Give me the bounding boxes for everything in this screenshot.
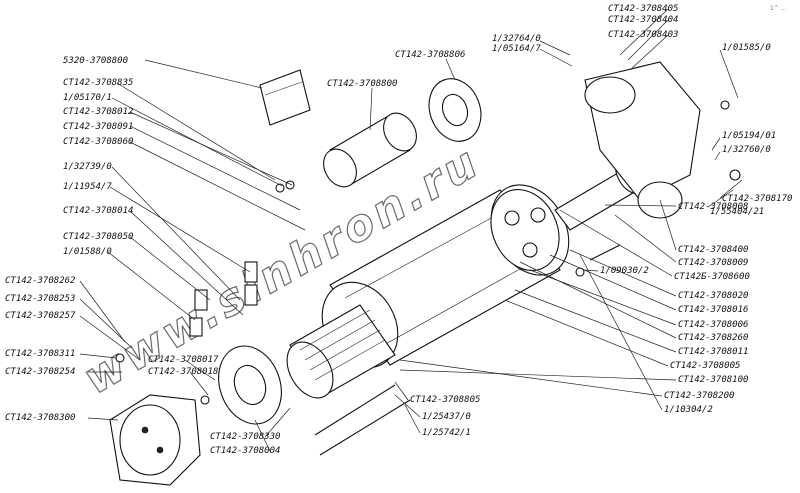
label-1-10304-2: 1/10304/2	[664, 405, 713, 415]
label-ct142-3708800: CT142-3708800	[327, 79, 397, 89]
label-ct142-3708405: CT142-3708405	[608, 4, 678, 14]
gear-wheel	[428, 78, 482, 142]
label-ct142b-3708600: CT142Б-3708600	[674, 272, 750, 282]
label-1-01585-0: 1/01585/0	[722, 43, 771, 53]
label-1-05194-01: 1/05194/01	[722, 131, 776, 141]
label-ct142-3708253: CT142-3708253	[5, 294, 75, 304]
label-1-32764-0: 1/32764/0	[492, 34, 541, 44]
label-1-25742-1: 1/25742/1	[422, 428, 471, 438]
label-ct142-3708009: CT142-3708009	[678, 258, 748, 268]
label-ct142-3708004: CT142-3708004	[210, 446, 280, 456]
label-1-55404-21: 1/55404/21	[710, 207, 764, 217]
label-ct142-3708006: CT142-3708006	[678, 320, 748, 330]
label-ct142-3708400: CT142-3708400	[678, 245, 748, 255]
label-ct142-3708806: CT142-3708806	[395, 50, 465, 60]
label-ct142-3708311: CT142-3708311	[5, 349, 75, 359]
label-ct142-3708170: CT142-3708170	[722, 194, 792, 204]
long-bolts	[314, 244, 621, 456]
label-ct142-3708257: CT142-3708257	[5, 311, 76, 321]
label-1-05164-7: 1/05164/7	[492, 44, 541, 54]
label-1-05170-1: 1/05170/1	[63, 93, 112, 103]
label-ct142-3708014: CT142-3708014	[63, 206, 133, 216]
label-ct142-3708330: CT142-3708330	[210, 432, 280, 442]
label-1-25437-0: 1/25437/0	[422, 412, 471, 422]
relay	[259, 69, 311, 126]
drive-ring	[490, 189, 560, 271]
label-1-32760-0: 1/32760/0	[722, 145, 771, 155]
label-ct142-3708300: CT142-3708300	[5, 413, 75, 423]
label-ct142-3708835: CT142-3708835	[63, 78, 133, 88]
label-ct142-3708262: CT142-3708262	[5, 276, 75, 286]
brush-holders	[189, 261, 258, 337]
label-ct142-3708254: CT142-3708254	[5, 367, 75, 377]
label-ct142-3708005: CT142-3708005	[670, 361, 740, 371]
label-ct142-3708012: CT142-3708012	[63, 107, 133, 117]
label-ct142-3708011: CT142-3708011	[678, 347, 748, 357]
label-ct142-3708016: CT142-3708016	[678, 305, 748, 315]
label-5320-3708800: 5320-3708800	[63, 56, 128, 66]
armature	[286, 304, 396, 399]
corner-mark: 1^ ...	[770, 5, 787, 12]
label-ct142-3708100: CT142-3708100	[678, 375, 748, 385]
traction-relay	[323, 112, 417, 188]
label-1-11954-7: 1/11954/7	[63, 182, 112, 192]
label-ct142-3708050: CT142-3708050	[63, 232, 133, 242]
label-ct142-3708404: CT142-3708404	[608, 15, 678, 25]
label-ct142-3708018: CT142-3708018	[148, 367, 218, 377]
leader-lines	[79, 8, 743, 452]
label-ct142-3708008: CT142-3708008	[678, 202, 748, 212]
label-ct142-3708020: CT142-3708020	[678, 291, 748, 301]
label-1-01588-0: 1/01588/0	[63, 247, 112, 257]
rear-cover	[109, 394, 201, 486]
label-1-32739-0: 1/32739/0	[63, 162, 112, 172]
label-ct142-3708017: CT142-3708017	[148, 355, 219, 365]
brush-plate	[218, 345, 282, 425]
washers	[115, 100, 741, 405]
label-ct142-3708805: CT142-3708805	[410, 395, 480, 405]
label-ct142-3708060: CT142-3708060	[63, 137, 133, 147]
label-ct142-3708091: CT142-3708091	[63, 122, 133, 132]
label-1-09030-2: 1/09030/2	[600, 266, 649, 276]
label-ct142-3708260: CT142-3708260	[678, 333, 748, 343]
label-ct142-3708200: CT142-3708200	[664, 391, 734, 401]
label-ct142-3708403: CT142-3708403	[608, 30, 678, 40]
